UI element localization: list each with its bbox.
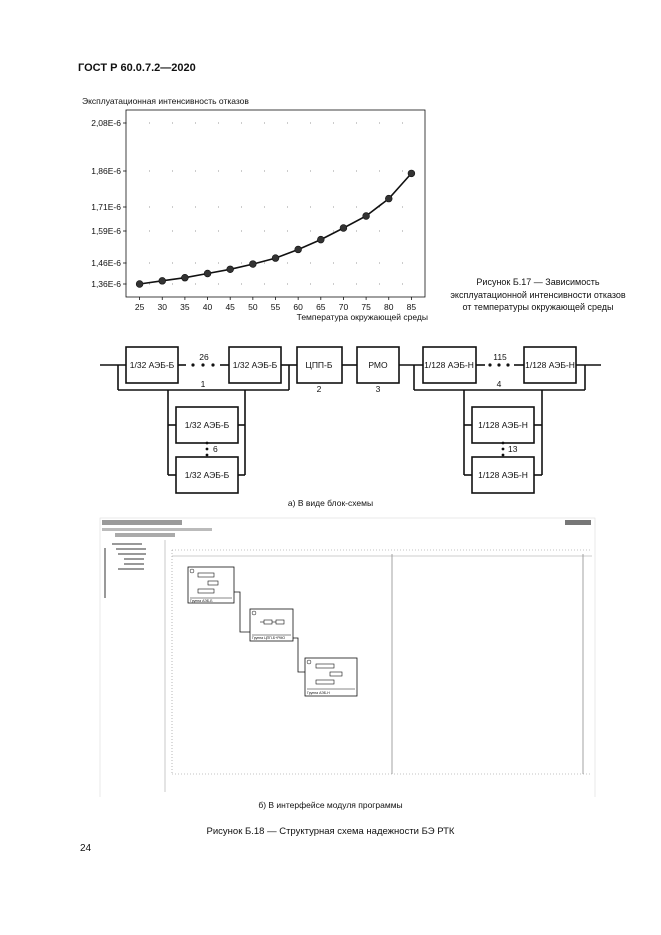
y-tick-label: 1,86E-6 <box>91 166 121 176</box>
data-point <box>203 269 212 278</box>
figure-b18-caption: Рисунок Б.18 — Структурная схема надежно… <box>206 826 455 837</box>
screenshot-group-aeb-n: Группа АЭБ-Н <box>304 657 358 697</box>
y-tick-label: 2,08E-6 <box>91 118 121 128</box>
data-point <box>339 224 348 232</box>
data-point <box>407 169 416 178</box>
block-label: 1/32 АЭБ-Б <box>233 360 278 370</box>
data-point <box>249 260 257 268</box>
y-tick-label: 1,59E-6 <box>91 226 121 236</box>
block-label: 1/128 АЭБ-Н <box>424 360 474 370</box>
x-tick-label: 85 <box>407 302 417 312</box>
x-tick-label: 30 <box>158 302 168 312</box>
screenshot-group-label: Группа АЭБ-Н <box>307 691 330 695</box>
subfigure-b-caption: б) В интерфейсе модуля программы <box>258 800 403 810</box>
screenshot-group-cpp-rmo: Группа ЦПП-Б+РМО <box>249 608 294 642</box>
block-diagram: 1/32 АЭБ-Б 1/32 АЭБ-Б ЦПП-Б РМО 1/128 АЭ… <box>100 346 601 494</box>
data-point <box>226 265 234 273</box>
menu-bar <box>102 528 212 531</box>
data-point <box>271 254 280 262</box>
data-point <box>362 212 370 220</box>
subfigure-a-caption: а) В виде блок-схемы <box>287 498 374 508</box>
x-tick-label: 60 <box>293 302 303 312</box>
x-tick-label: 75 <box>361 302 371 312</box>
data-point <box>385 194 393 203</box>
group-label: 3 <box>376 384 381 394</box>
data-point <box>317 235 325 244</box>
block-label: 1/128 АЭБ-Н <box>525 360 575 370</box>
document-header: ГОСТ Р 60.0.7.2—2020 <box>78 62 196 74</box>
block-aeb-b-2 <box>228 346 282 384</box>
group-label: 4 <box>497 379 502 389</box>
screenshot-group-aeb-b: Группа АЭБ-Б <box>187 566 235 604</box>
y-tick-label: 1,36E-6 <box>91 279 121 289</box>
block-aeb-b-res-2 <box>175 456 239 494</box>
block-aeb-n-1 <box>422 346 477 384</box>
count-label: 6 <box>213 444 218 454</box>
failure-rate-chart: 1,36E-6 1,46E-6 1,59E-6 1,71E-6 1,86E-6 2,08E… <box>91 109 428 322</box>
count-label: 13 <box>508 444 518 454</box>
x-tick-label: 35 <box>180 302 190 312</box>
count-label: 115 <box>493 352 507 362</box>
x-axis-title: Температура окружающей среды <box>297 312 428 322</box>
block-aeb-n-res-1 <box>471 406 535 444</box>
data-point <box>135 280 144 288</box>
block-cpp <box>296 346 343 384</box>
group-label: 2 <box>317 384 322 394</box>
x-tick-label: 55 <box>271 302 281 312</box>
count-label: 26 <box>199 352 209 362</box>
group-label: 1 <box>201 379 206 389</box>
page-number: 24 <box>80 843 92 854</box>
data-point <box>158 277 166 285</box>
y-tick-label: 1,46E-6 <box>91 258 121 268</box>
block-label: РМО <box>368 360 388 370</box>
block-label: 1/128 АЭБ-Н <box>478 420 528 430</box>
data-point <box>181 274 189 282</box>
screenshot-group-label: Группа ЦПП-Б+РМО <box>252 636 285 640</box>
series-line <box>139 172 412 285</box>
chart-y-axis-title: Эксплуатационная интенсивность отказов <box>82 96 249 106</box>
block-label: 1/128 АЭБ-Н <box>478 470 528 480</box>
block-rmo <box>356 346 400 384</box>
x-tick-label: 65 <box>316 302 326 312</box>
x-tick-label: 45 <box>225 302 235 312</box>
x-tick-label: 40 <box>203 302 213 312</box>
block-label: 1/32 АЭБ-Б <box>185 420 230 430</box>
block-aeb-b-res-1 <box>175 406 239 444</box>
x-tick-label: 80 <box>384 302 394 312</box>
window-title-bar <box>102 520 182 525</box>
block-label: 1/32 АЭБ-Б <box>130 360 175 370</box>
window-controls <box>565 520 591 525</box>
block-label: ЦПП-Б <box>306 360 333 370</box>
block-label: 1/32 АЭБ-Б <box>185 470 230 480</box>
block-aeb-b-1 <box>125 346 179 384</box>
block-aeb-n-2 <box>523 346 577 384</box>
x-tick-label: 25 <box>135 302 145 312</box>
x-tick-label: 50 <box>248 302 258 312</box>
program-interface-screenshot: Группа АЭБ-Б Группа ЦПП-Б+РМО Группа АЭБ… <box>99 517 596 797</box>
plot-frame <box>125 109 426 298</box>
x-tick-label: 70 <box>339 302 349 312</box>
figure-b17-caption: Рисунок Б.17 — Зависимость эксплуатацион… <box>450 277 626 312</box>
data-point <box>294 245 302 254</box>
toolbar <box>115 533 175 537</box>
y-tick-label: 1,71E-6 <box>91 202 121 212</box>
screenshot-group-label: Группа АЭБ-Б <box>190 599 213 603</box>
block-aeb-n-res-2 <box>471 456 535 494</box>
